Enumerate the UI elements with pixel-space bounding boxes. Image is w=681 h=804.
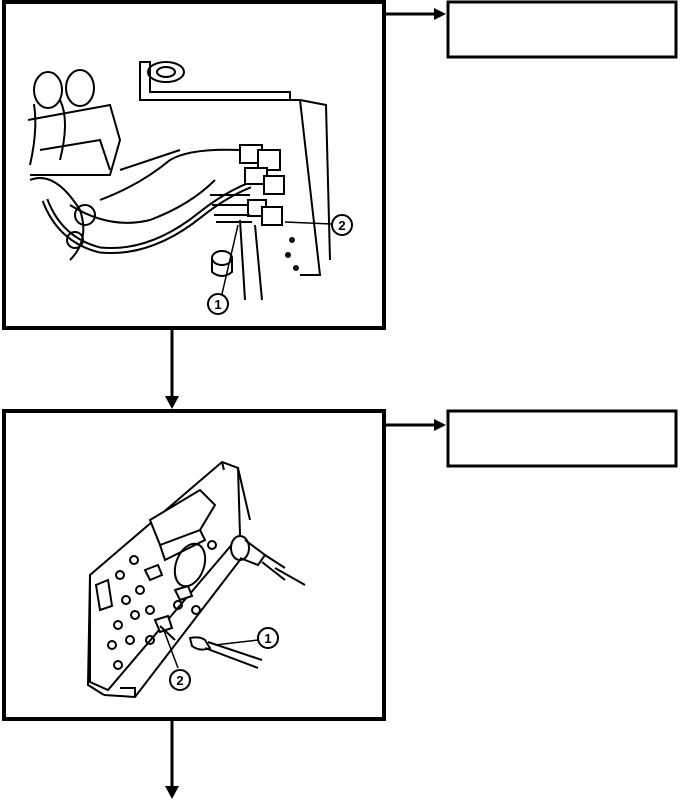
step-box-2 xyxy=(446,409,678,468)
arrow-to-panel-2 xyxy=(165,330,179,409)
arrow-to-step-box-2 xyxy=(384,419,446,431)
panel-1-callout-2: 2 xyxy=(284,214,353,236)
arrow-to-step-box-1 xyxy=(384,8,446,20)
step-box-1 xyxy=(446,0,678,59)
panel-2-callout-2: 2 xyxy=(162,627,191,691)
callout-label: 2 xyxy=(338,218,345,233)
arrow-to-next-step xyxy=(165,721,179,799)
callout-label: 1 xyxy=(214,297,221,312)
panel-1-callout-1: 1 xyxy=(207,224,239,315)
panel-2-callout-1: 1 xyxy=(214,627,279,649)
callout-label: 1 xyxy=(264,631,271,646)
callout-label: 2 xyxy=(176,673,183,688)
wiring-harness-illustration xyxy=(27,61,331,301)
bracket-illustration xyxy=(86,460,306,699)
